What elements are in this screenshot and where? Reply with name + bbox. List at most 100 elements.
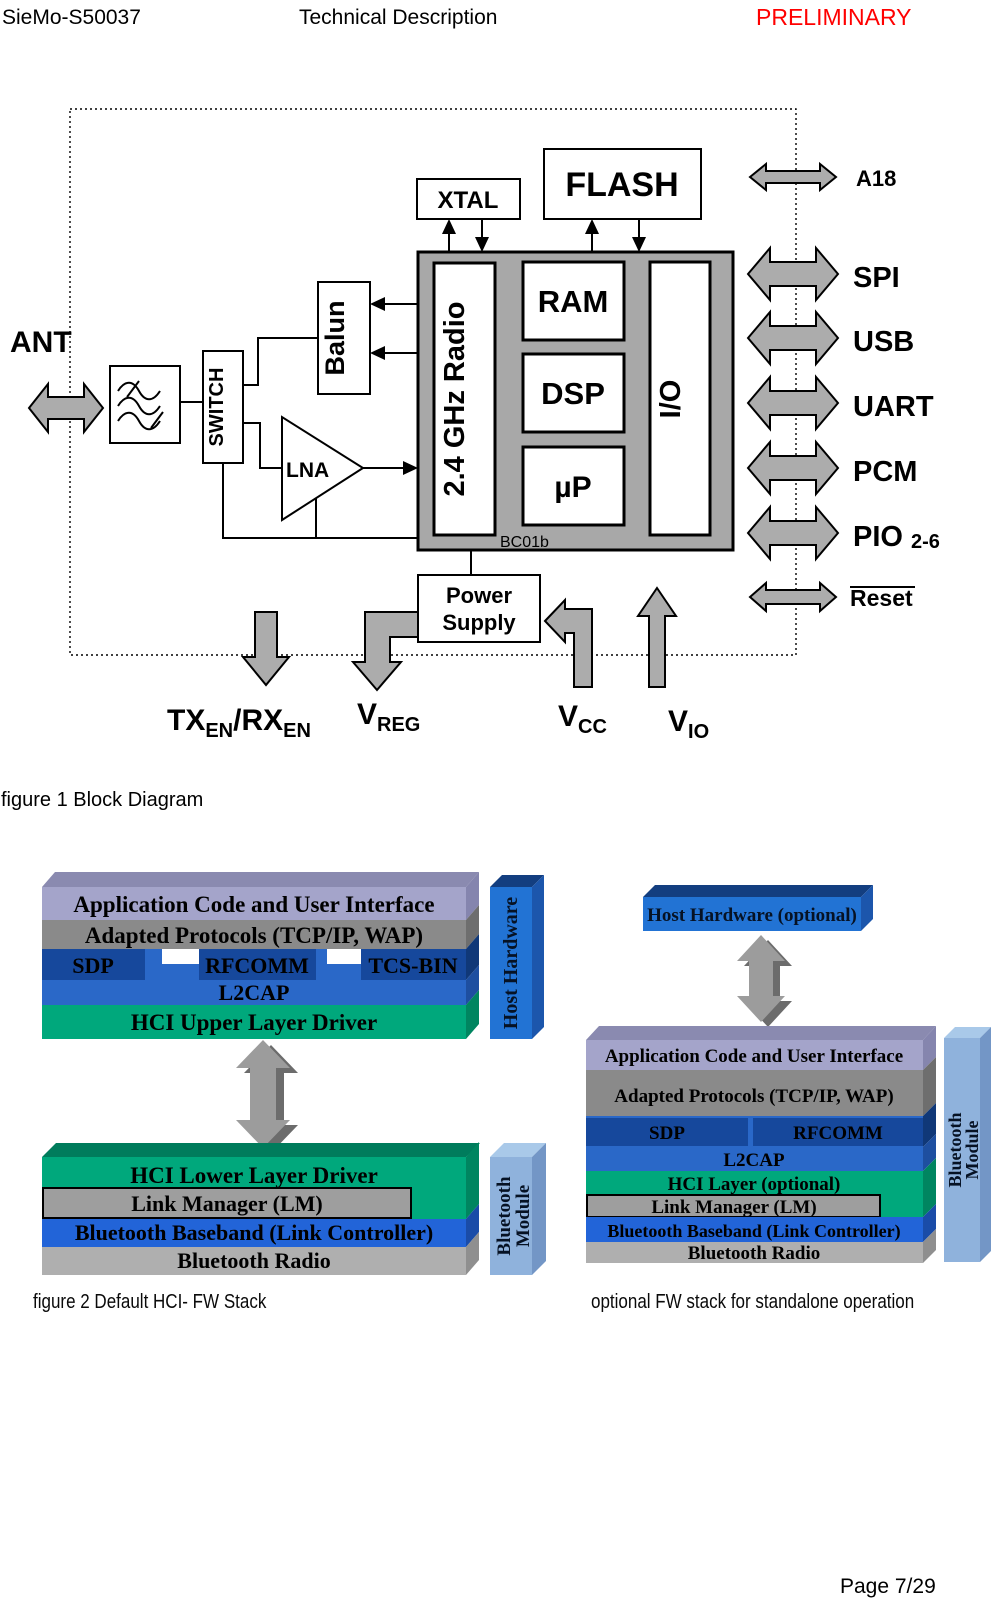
bt-module-label-line1: Bluetooth: [945, 1112, 965, 1187]
filter-wave-icon: [117, 381, 161, 401]
figure1-caption: figure 1 Block Diagram: [1, 789, 204, 811]
baseband-label: Bluetooth Baseband (Link Controller): [607, 1221, 900, 1242]
reset-port-label: Reset: [850, 585, 913, 611]
pio-port-text: PIO: [853, 521, 903, 553]
bt-module-right-face: [532, 1143, 546, 1275]
flash-label: FLASH: [565, 166, 678, 204]
tx-text: TX: [167, 704, 205, 737]
application-label: Application Code and User Interface: [73, 892, 434, 917]
pcm-bidirectional-arrow-icon: [746, 439, 840, 497]
bt-module-label-line2: Module: [513, 1185, 534, 1247]
txen-rxen-label: TXEN/RXEN: [167, 704, 311, 742]
bt-module-top-face: [944, 1027, 991, 1038]
filter-wave-icon: [117, 411, 161, 431]
sdp-box: [586, 1118, 748, 1146]
stack-top-face: [42, 1143, 480, 1157]
radio-label: 2.4 GHz Radio: [439, 302, 471, 497]
hci-transport-double-arrow-icon: [236, 1040, 290, 1148]
host-hw-opt-top-face: [643, 885, 873, 897]
bt-module-label-line1: Bluetooth: [494, 1176, 515, 1256]
sdp-label: SDP: [649, 1123, 685, 1144]
vreg-text: V: [357, 698, 377, 731]
stack-right-face: [466, 934, 479, 980]
link-manager-label: Link Manager (LM): [651, 1197, 816, 1218]
ram-label: RAM: [538, 284, 609, 319]
vcc-elbow-arrow-icon: [543, 597, 593, 688]
row-bt-radio: [586, 1242, 923, 1263]
rfcomm-label: RFCOMM: [205, 953, 309, 978]
rfcomm-label: RFCOMM: [793, 1123, 883, 1144]
arrowhead: [442, 219, 456, 234]
host-hw-opt-right-face: [861, 885, 873, 931]
row-adapted-protocols: [42, 920, 466, 949]
header-status-preliminary: PRELIMINARY: [756, 4, 912, 30]
balun-block: [317, 281, 371, 395]
lna-label: LNA: [286, 459, 329, 482]
ram-block: [521, 260, 626, 342]
stack-right-face: [923, 1204, 936, 1242]
stack-right-face: [466, 1204, 479, 1247]
stack-right-face: [923, 1057, 936, 1116]
host-hardware-optional-box: [643, 897, 861, 931]
host-hardware-bar: [490, 887, 532, 1039]
hci-upper-label: HCI Upper Layer Driver: [131, 1010, 377, 1035]
bt-module-top-face: [490, 1143, 546, 1157]
arrowhead: [475, 237, 489, 252]
row-application: [42, 887, 466, 920]
stack-right-face: [923, 1229, 936, 1263]
vio-up-arrow-icon: [636, 586, 678, 688]
vcc-sub-text: CC: [578, 716, 607, 738]
ant-label: ANT: [10, 326, 72, 359]
microprocessor-block: [521, 445, 626, 527]
link-manager-box: [42, 1187, 412, 1219]
chip-name-label: BC01b: [500, 534, 549, 551]
adapted-protocols-label: Adapted Protocols (TCP/IP, WAP): [614, 1086, 893, 1107]
host-hw-right-face: [532, 875, 544, 1039]
hci-lower-label: HCI Lower Layer Driver: [130, 1163, 378, 1188]
xtal-label: XTAL: [438, 187, 499, 214]
adapted-protocols-label: Adapted Protocols (TCP/IP, WAP): [85, 923, 423, 948]
row-baseband: [42, 1219, 466, 1247]
rx-text: /RX: [233, 704, 283, 737]
link-manager-label: Link Manager (LM): [131, 1191, 322, 1216]
application-label: Application Code and User Interface: [605, 1046, 903, 1067]
stack-right-face: [923, 1134, 936, 1171]
row-hci-layer: [586, 1171, 923, 1195]
xtal-block: [416, 178, 521, 220]
figure2-caption-left: figure 2 Default HCI- FW Stack: [33, 1291, 267, 1313]
header-product-name: SieMo-S50037: [2, 6, 141, 29]
rfcomm-box: [753, 1118, 923, 1146]
bluetooth-module-bar: [490, 1157, 532, 1275]
header-doc-title: Technical Description: [299, 6, 498, 29]
rf-filter-block: [109, 365, 181, 444]
a18-bidirectional-arrow-icon: [748, 161, 838, 193]
bluetooth-module-bar: [944, 1038, 980, 1262]
connector-line: [243, 422, 282, 469]
io-block: [648, 260, 712, 537]
module-boundary-dotted-box: [69, 108, 797, 656]
stack-right-face: [923, 1158, 936, 1217]
vio-text: V: [668, 705, 688, 738]
host-transport-double-arrow-icon: [737, 935, 785, 1022]
power-supply-label-line2: Supply: [442, 610, 516, 635]
a18-port-label: A18: [856, 166, 896, 191]
figure2-standalone-stack: Host Hardware (optional) Application Cod…: [586, 885, 991, 1264]
arrowhead: [403, 461, 418, 475]
stack-top-face: [42, 872, 479, 887]
uart-port-label: UART: [853, 391, 934, 423]
row-hci-upper: [42, 1005, 466, 1039]
row-l2cap: [586, 1147, 923, 1171]
sdp-box: [42, 949, 145, 980]
connector-line: [222, 463, 418, 539]
figure2-caption-right: optional FW stack for standalone operati…: [591, 1291, 915, 1313]
host-hardware-optional-label: Host Hardware (optional): [647, 905, 857, 926]
pio-bidirectional-arrow-icon: [746, 504, 840, 562]
pcm-port-label: PCM: [853, 456, 917, 488]
stack-right-face: [466, 965, 479, 1005]
stack-right-face: [923, 1103, 936, 1147]
bt-module-right-face: [980, 1027, 991, 1262]
io-label: I/O: [655, 380, 687, 419]
hci-layer-label: HCI Layer (optional): [668, 1174, 841, 1195]
bt-radio-label: Bluetooth Radio: [688, 1243, 821, 1264]
microprocessor-label: µP: [554, 471, 591, 504]
